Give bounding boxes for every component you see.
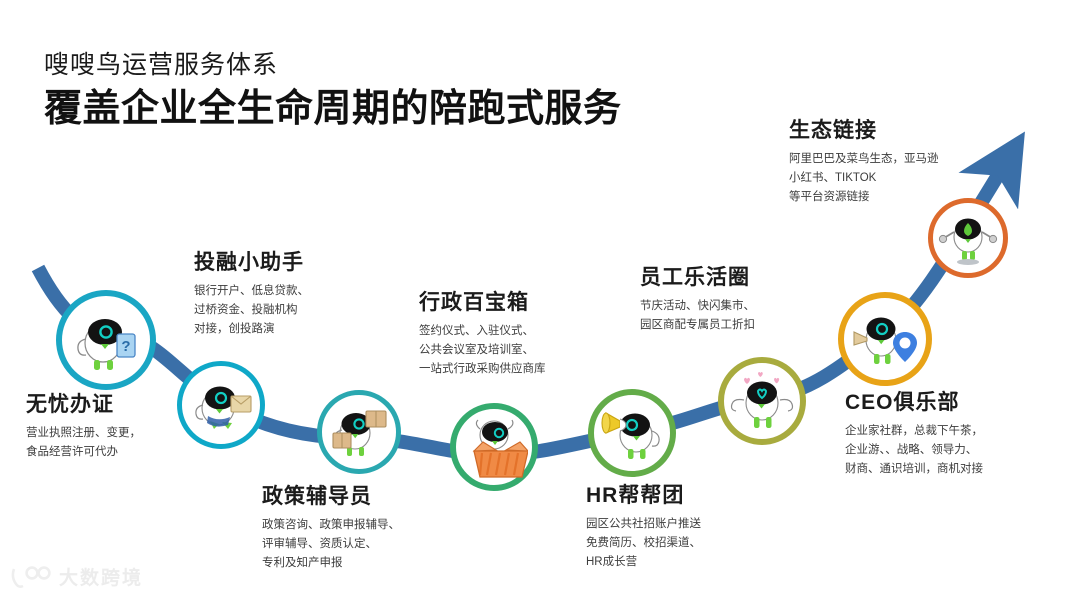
node-desc: 节庆活动、快闪集市、 园区商配专属员工折扣 [640,300,755,332]
label-zhengce-fudaoyuan: 政策辅导员 政策咨询、政策申报辅导、 评审辅导、资质认定、 专利及知产申报 [262,484,492,573]
node-title: 政策辅导员 [262,485,372,508]
node-title: CEO俱乐部 [845,391,960,414]
label-ceo-julebu: CEO俱乐部 企业家社群，总裁下午茶， 企业游、、战略、领导力、 财商、通识培训… [845,390,1070,479]
node-desc: 政策咨询、政策申报辅导、 评审辅导、资质认定、 专利及知产申报 [262,519,400,570]
node-title: 员工乐活圈 [640,266,750,289]
mascot-certificate-icon: ? [77,319,136,370]
svg-text:?: ? [121,338,130,355]
node-desc: 营业执照注册、变更， 食品经营许可代办 [26,427,141,459]
mascot-location-pin-icon [853,317,917,364]
dashu-logo-icon [11,565,51,588]
node-desc: 签约仪式、入驻仪式、 公共会议室及培训室、 一站式行政采购供应商库 [419,325,546,376]
node-shengtai-lianjie[interactable] [928,198,1008,278]
label-wuyou-banzheng: 无忧办证 营业执照注册、变更， 食品经营许可代办 [26,392,216,462]
watermark: 大数跨境 [10,563,143,590]
node-yuangong-lehuoquan[interactable] [718,357,806,445]
node-desc: 园区公共社招账户推送 免费简历、校招渠道、 HR成长营 [586,518,701,569]
label-hr-bangbangtuan: HR帮帮团 园区公共社招账户推送 免费简历、校招渠道、 HR成长营 [586,483,801,572]
node-title: 无忧办证 [26,393,114,416]
mascot-envelope-icon [195,386,252,429]
node-title: 投融小助手 [194,251,304,274]
header: 嗖嗖鸟运营服务体系 覆盖企业全生命周期的陪跑式服务 [44,50,622,134]
mascot-rocket-icon [938,218,998,265]
label-tourong-xiaozhushou: 投融小助手 银行开户、低息贷款、 过桥资金、投融机构 对接，创投路演 [194,250,394,339]
mascot-megaphone-icon [601,411,660,459]
mascot-openbox-icon [472,419,528,478]
label-xingzheng-baibaoxiang: 行政百宝箱 签约仪式、入驻仪式、 公共会议室及培训室、 一站式行政采购供应商库 [419,290,649,379]
node-title: HR帮帮团 [586,484,685,507]
node-ceo-julebu[interactable] [838,292,932,386]
node-tourong-xiaozhushou[interactable] [177,361,265,449]
node-hr-bangbangtuan[interactable] [588,389,676,477]
node-title: 行政百宝箱 [419,291,529,314]
page-title: 覆盖企业全生命周期的陪跑式服务 [44,88,622,130]
node-xingzheng-baibaoxiang[interactable] [450,403,538,491]
watermark-text: 大数跨境 [59,568,144,589]
mascot-heart-icon [730,372,794,428]
label-shengtai-lianjie: 生态链接 阿里巴巴及菜鸟生态，亚马逊 小红书、TIKTOK 等平台资源链接 [789,118,1019,207]
node-title: 生态链接 [789,119,877,142]
node-desc: 企业家社群，总裁下午茶， 企业游、、战略、领导力、 财商、通识培训，商机对接 [845,425,983,476]
node-wuyou-banzheng[interactable]: ? [56,290,156,390]
node-zhengce-fudaoyuan[interactable] [317,390,401,474]
eyebrow-title: 嗖嗖鸟运营服务体系 [44,51,279,79]
mascot-boxes-icon [332,410,387,456]
node-desc: 阿里巴巴及菜鸟生态，亚马逊 小红书、TIKTOK 等平台资源链接 [789,153,939,204]
node-desc: 银行开户、低息贷款、 过桥资金、投融机构 对接，创投路演 [194,285,309,336]
label-yuangong-lehuoquan: 员工乐活圈 节庆活动、快闪集市、 园区商配专属员工折扣 [640,265,855,335]
